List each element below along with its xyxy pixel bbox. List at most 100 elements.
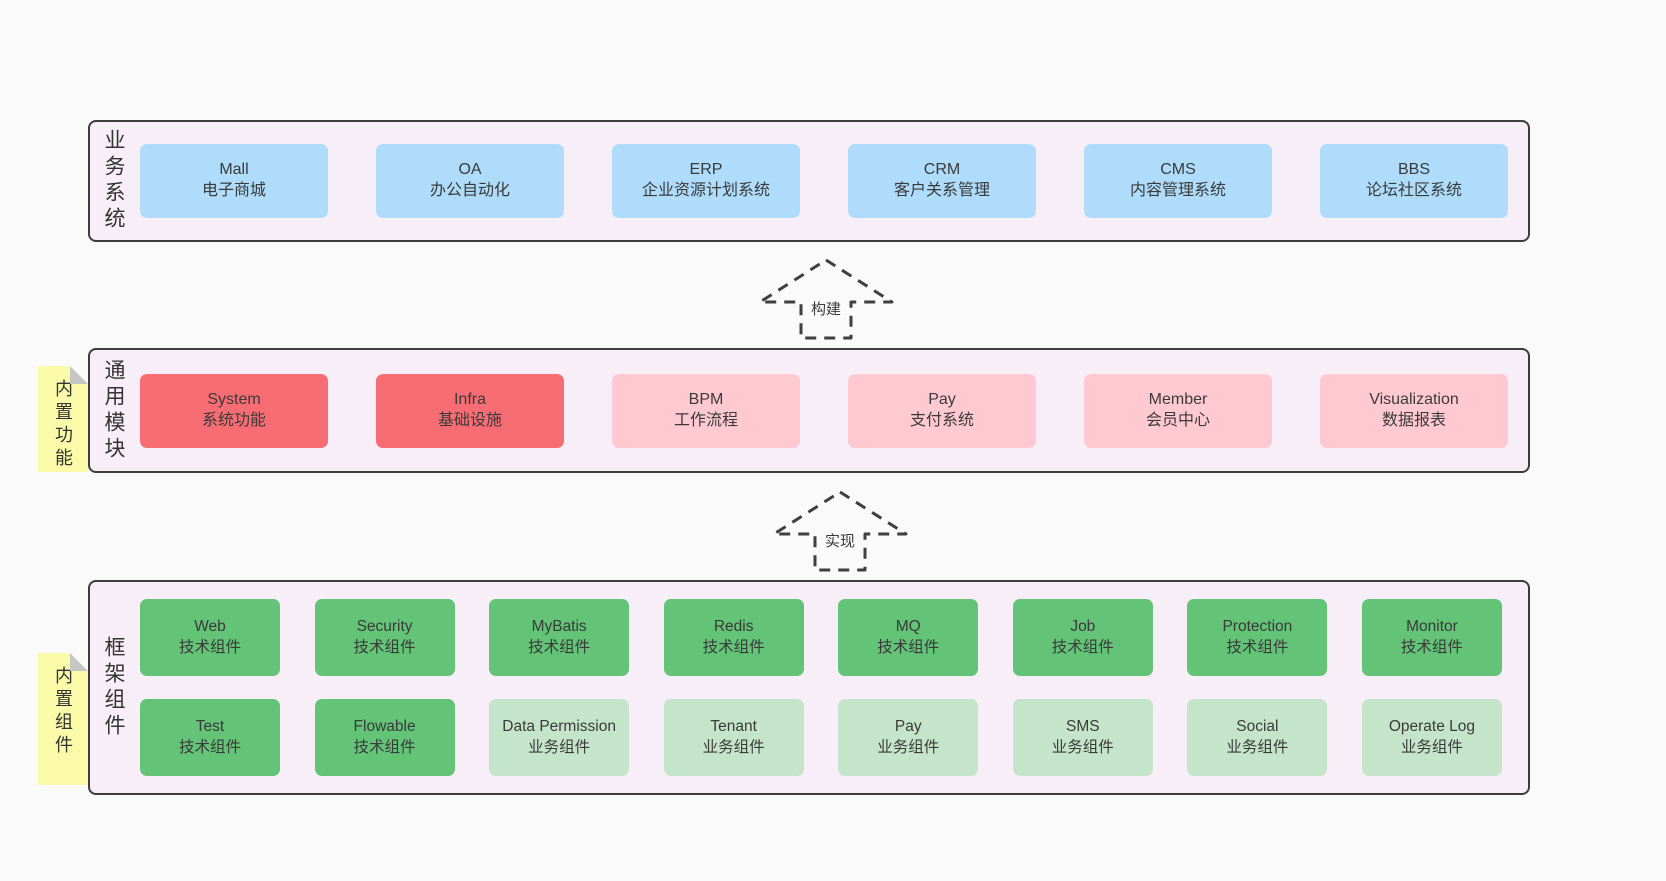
box-bbs: BBS 论坛社区系统 — [1320, 144, 1508, 218]
box-subtitle: 技术组件 — [702, 638, 765, 656]
band-business-systems: 业务系统 Mall 电子商城 OA 办公自动化 ERP 企业资源计划系统 CRM… — [88, 120, 1530, 242]
box-subtitle: 技术组件 — [353, 738, 416, 756]
box-subtitle: 数据报表 — [1381, 411, 1446, 429]
box-subtitle: 技术组件 — [528, 638, 591, 656]
box-visualization: Visualization 数据报表 — [1320, 373, 1508, 448]
band-label-framework-components: 框架组件 — [102, 635, 125, 740]
band-common-modules: 通用模块 System 系统功能 Infra 基础设施 BPM 工作流程 Pay… — [88, 348, 1530, 473]
implement-arrow-label: 实现 — [821, 530, 859, 551]
sticky-note-builtin-components: 内置组件 — [38, 653, 88, 785]
box-subtitle: 支付系统 — [909, 411, 974, 429]
box-data-permission: Data Permission 业务组件 — [489, 699, 630, 776]
box-title: Data Permission — [502, 718, 616, 736]
box-infra: Infra 基础设施 — [376, 373, 564, 448]
box-tenant: Tenant 业务组件 — [663, 699, 804, 776]
band-content-business-systems: Mall 电子商城 OA 办公自动化 ERP 企业资源计划系统 CRM 客户关系… — [124, 122, 1528, 240]
box-subtitle: 业务组件 — [702, 738, 765, 756]
box-title: Flowable — [353, 718, 416, 736]
box-subtitle: 工作流程 — [673, 411, 738, 429]
box-mall: Mall 电子商城 — [140, 144, 328, 218]
box-title: Pay — [894, 718, 922, 736]
band-label-business-systems: 业务系统 — [102, 129, 125, 233]
box-subtitle: 技术组件 — [178, 738, 241, 756]
band-content-framework-components: Web 技术组件 Security 技术组件 MyBatis 技术组件 Redi… — [124, 582, 1528, 793]
box-title: Monitor — [1406, 618, 1458, 636]
box-monitor: Monitor 技术组件 — [1361, 599, 1502, 676]
box-pay-system: Pay 支付系统 — [848, 373, 1036, 448]
box-operate-log: Operate Log 业务组件 — [1361, 699, 1502, 776]
box-job: Job 技术组件 — [1012, 599, 1153, 676]
box-crm: CRM 客户关系管理 — [848, 144, 1036, 218]
sticky-note-text: 内置组件 — [53, 666, 73, 758]
box-subtitle: 会员中心 — [1145, 411, 1210, 429]
box-mq: MQ 技术组件 — [838, 599, 979, 676]
box-bpm: BPM 工作流程 — [612, 373, 800, 448]
build-arrow: 构建 — [757, 257, 895, 341]
box-title: System — [207, 390, 261, 408]
box-title: OA — [458, 161, 482, 179]
box-title: Security — [356, 618, 413, 636]
box-oa: OA 办公自动化 — [376, 144, 564, 218]
box-title: Infra — [453, 390, 486, 408]
box-protection: Protection 技术组件 — [1187, 599, 1328, 676]
box-system: System 系统功能 — [140, 373, 328, 448]
box-subtitle: 业务组件 — [1051, 738, 1114, 756]
box-title: Web — [194, 618, 226, 636]
box-title: CMS — [1160, 161, 1196, 179]
box-subtitle: 办公自动化 — [429, 182, 510, 199]
box-subtitle: 技术组件 — [178, 638, 241, 656]
box-test: Test 技术组件 — [140, 699, 280, 776]
box-subtitle: 技术组件 — [1051, 638, 1114, 656]
box-title: CRM — [923, 161, 961, 179]
box-title: Mall — [219, 161, 249, 179]
box-subtitle: 技术组件 — [1400, 638, 1463, 656]
box-title: Test — [195, 718, 225, 736]
box-pay-component: Pay 业务组件 — [838, 699, 979, 776]
box-title: ERP — [689, 161, 723, 179]
box-title: Tenant — [710, 718, 757, 736]
box-erp: ERP 企业资源计划系统 — [612, 144, 800, 218]
box-title: MQ — [895, 618, 921, 636]
box-title: Visualization — [1369, 390, 1459, 408]
box-subtitle: 客户关系管理 — [893, 182, 990, 199]
sticky-note-builtin-features: 内置功能 — [38, 366, 88, 472]
box-subtitle: 业务组件 — [877, 738, 940, 756]
box-redis: Redis 技术组件 — [663, 599, 804, 676]
box-sms: SMS 业务组件 — [1012, 699, 1153, 776]
box-title: MyBatis — [531, 618, 587, 636]
box-title: BBS — [1397, 161, 1430, 179]
box-web: Web 技术组件 — [140, 599, 280, 676]
box-title: Protection — [1222, 618, 1293, 636]
box-social: Social 业务组件 — [1187, 699, 1328, 776]
box-title: Member — [1148, 390, 1208, 408]
box-subtitle: 论坛社区系统 — [1365, 182, 1462, 199]
box-title: BPM — [688, 390, 724, 408]
box-subtitle: 业务组件 — [1400, 738, 1463, 756]
implement-arrow: 实现 — [771, 489, 909, 573]
box-subtitle: 基础设施 — [437, 411, 502, 429]
box-subtitle: 业务组件 — [1226, 738, 1289, 756]
box-title: Pay — [928, 390, 956, 408]
box-flowable: Flowable 技术组件 — [314, 699, 455, 776]
band-content-common-modules: System 系统功能 Infra 基础设施 BPM 工作流程 Pay 支付系统… — [124, 350, 1528, 471]
box-subtitle: 系统功能 — [201, 411, 266, 429]
box-security: Security 技术组件 — [314, 599, 455, 676]
box-title: Job — [1070, 618, 1096, 636]
box-member: Member 会员中心 — [1084, 373, 1272, 448]
band-framework-components: 框架组件 Web 技术组件 Security 技术组件 MyBatis 技术组件… — [88, 580, 1530, 795]
box-subtitle: 业务组件 — [528, 738, 591, 756]
folded-corner-icon — [70, 653, 88, 671]
box-subtitle: 技术组件 — [1226, 638, 1289, 656]
sticky-note-text: 内置功能 — [53, 379, 73, 471]
box-title: Operate Log — [1388, 718, 1476, 736]
box-subtitle: 技术组件 — [353, 638, 416, 656]
band-label-common-modules: 通用模块 — [102, 358, 125, 463]
box-subtitle: 技术组件 — [877, 638, 940, 656]
build-arrow-label: 构建 — [807, 298, 845, 319]
box-subtitle: 内容管理系统 — [1129, 182, 1226, 199]
box-mybatis: MyBatis 技术组件 — [489, 599, 630, 676]
box-title: Redis — [713, 618, 754, 636]
box-title: Social — [1236, 718, 1279, 736]
box-cms: CMS 内容管理系统 — [1084, 144, 1272, 218]
